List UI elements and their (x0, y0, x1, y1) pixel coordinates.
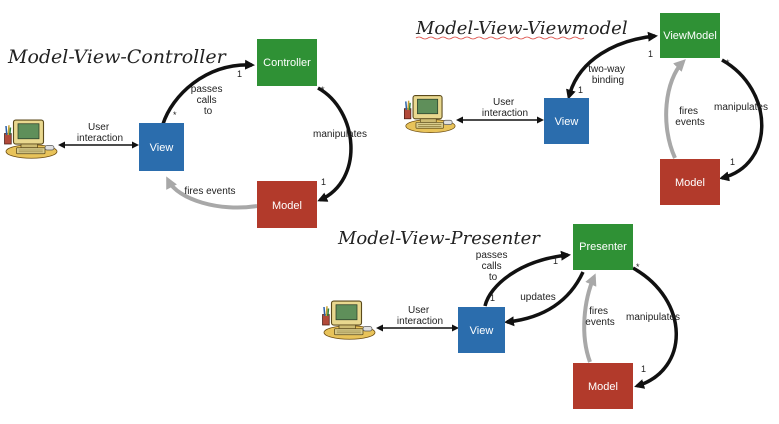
mvvm-model-to-viewmodel-arrow (664, 59, 686, 159)
mvc-user-computer-icon (3, 119, 58, 160)
mvp-updates-label: updates (520, 292, 556, 303)
mvp-presenter-to-view-arrow (504, 271, 585, 327)
mvc-diagram: Model-View-Controller User interaction V… (3, 39, 367, 228)
mvvm-diagram: Model-View-Viewmodel User interaction Vi… (403, 13, 768, 205)
mvvm-viewmodel-to-model-arrow (719, 58, 764, 182)
mvvm-two-way-binding-label: two-way binding (588, 64, 627, 86)
mvc-model-multiplicity-one: 1 (321, 177, 326, 187)
mvc-model-box: Model (257, 181, 317, 228)
svg-text:Controller: Controller (263, 57, 311, 69)
mvc-manipulates-label: manipulates (313, 129, 367, 140)
mvvm-viewmodel-box: ViewModel (660, 13, 720, 58)
mvc-fires-events-label: fires events (184, 186, 235, 197)
svg-text:ViewModel: ViewModel (663, 30, 717, 42)
mvc-user-interaction-label: User interaction (77, 122, 123, 144)
mvp-title: Model-View-Presenter (337, 228, 541, 249)
mvvm-viewmodel-multiplicity-star: * (726, 58, 730, 68)
mvvm-title-underline (415, 36, 585, 40)
mvvm-fires-events-label: fires events (675, 106, 704, 128)
mvc-passes-calls-label: passes calls to (191, 84, 225, 117)
mvp-model-box: Model (573, 363, 633, 409)
mvp-user-computer-icon (321, 300, 376, 341)
mvc-view-to-controller-arrow (161, 59, 255, 125)
mvp-view-box: View (458, 307, 505, 353)
svg-text:View: View (150, 142, 174, 154)
mvvm-view-multiplicity-one: 1 (578, 85, 583, 95)
mvc-controller-multiplicity-one: 1 (237, 69, 242, 79)
mvc-view-box: View (139, 123, 184, 171)
mvc-controller-box: Controller (257, 39, 317, 86)
mvvm-user-computer-icon (403, 94, 457, 134)
mvvm-manipulates-label: manipulates (714, 102, 768, 113)
mvp-presenter-to-model-arrow (632, 266, 678, 389)
mvvm-title: Model-View-Viewmodel (415, 18, 628, 39)
mvp-user-interaction-label: User interaction (397, 305, 443, 327)
mvvm-model-box: Model (660, 159, 720, 205)
svg-text:Presenter: Presenter (579, 241, 627, 253)
mvp-manipulates-label: manipulates (626, 312, 680, 323)
mvc-controller-to-model-arrow (317, 86, 353, 202)
mvp-model-multiplicity-one: 1 (641, 364, 646, 374)
mvc-controller-multiplicity-star: * (321, 85, 325, 95)
svg-text:Model: Model (588, 381, 618, 393)
svg-text:View: View (555, 116, 579, 128)
mvp-presenter-multiplicity-one: 1 (553, 256, 558, 266)
svg-text:Model: Model (272, 200, 302, 212)
mvvm-viewmodel-multiplicity-one: 1 (648, 49, 653, 59)
mvvm-view-box: View (544, 98, 589, 144)
svg-text:View: View (470, 325, 494, 337)
mvc-title: Model-View-Controller (7, 46, 228, 68)
mvvm-two-way-binding-arrow (566, 31, 658, 100)
mvc-view-multiplicity: * (173, 110, 177, 120)
mvc-model-to-view-arrow (166, 176, 258, 210)
mvp-presenter-box: Presenter (573, 224, 633, 270)
mvvm-user-interaction-label: User interaction (482, 97, 528, 119)
mvp-fires-events-label: fires events (585, 306, 614, 328)
mvp-diagram: Model-View-Presenter User interaction Vi… (321, 224, 680, 409)
mvp-passes-calls-label: passes calls to (476, 250, 510, 283)
svg-text:Model: Model (675, 177, 705, 189)
mvp-model-to-presenter-arrow (582, 273, 597, 363)
mvvm-model-multiplicity-one: 1 (730, 157, 735, 167)
mvp-view-to-presenter-arrow (483, 250, 571, 307)
mvp-view-multiplicity-one: 1 (490, 293, 495, 303)
mvp-presenter-multiplicity-star: * (636, 262, 640, 272)
